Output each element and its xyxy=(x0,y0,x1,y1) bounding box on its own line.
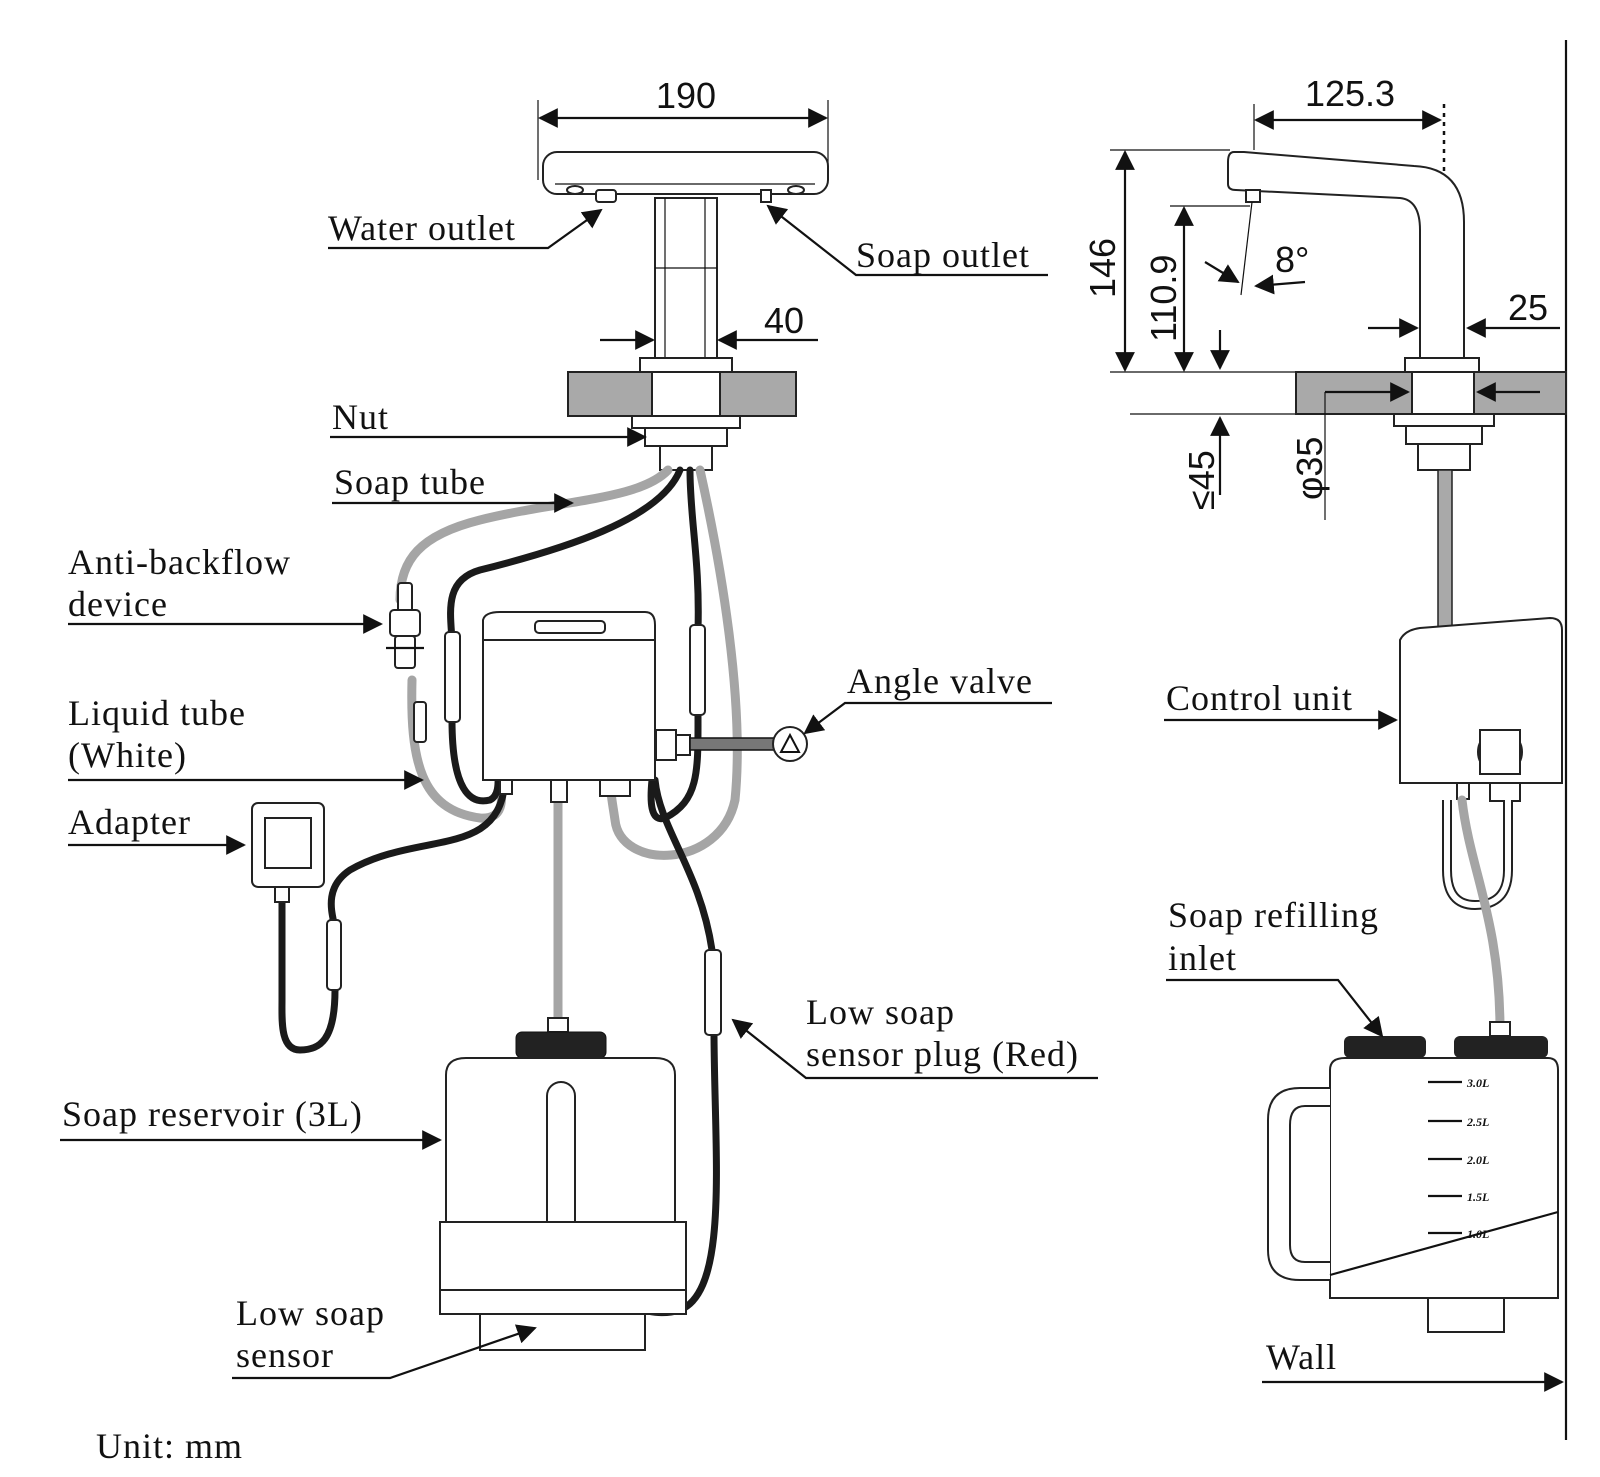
label-anti-backflow-1: Anti-backflow xyxy=(68,542,291,582)
label-liquid-tube-1: Liquid tube xyxy=(68,693,246,733)
dimension-125-3-label: 125.3 xyxy=(1305,73,1395,114)
sensor-connector-left xyxy=(444,631,461,723)
scale-1-0: 1.0L xyxy=(1467,1227,1489,1241)
scale-1-5: 1.5L xyxy=(1467,1190,1489,1204)
label-control-unit: Control unit xyxy=(1166,678,1353,718)
soap-reservoir-front xyxy=(439,1017,687,1351)
dimension-110-9-label: 110.9 xyxy=(1143,255,1184,342)
adapter-connector xyxy=(326,919,342,991)
dimension-45-label: ≤45 xyxy=(1181,450,1222,510)
faucet-spout-front xyxy=(542,151,829,373)
label-liquid-tube-2: (White) xyxy=(68,735,187,775)
angle-valve xyxy=(655,726,808,762)
front-view: 190 40 xyxy=(60,75,1098,1380)
label-nut: Nut xyxy=(332,397,389,437)
dimension-190-label: 190 xyxy=(656,75,716,116)
dimension-25-label: 25 xyxy=(1508,287,1548,328)
soap-reservoir-side: 3.0L 2.5L 2.0L 1.5L 1.0L xyxy=(1267,1021,1559,1333)
dimension-40-label: 40 xyxy=(764,300,804,341)
nut-washer xyxy=(631,415,741,429)
faucet-spout-side xyxy=(1227,151,1465,363)
label-wall: Wall xyxy=(1266,1337,1337,1377)
label-soap-refilling-2: inlet xyxy=(1168,938,1237,978)
left-callouts: Water outlet Soap outlet Nut Soap tube A… xyxy=(60,204,1098,1380)
dimension-35-label: φ35 xyxy=(1289,437,1330,500)
label-adapter: Adapter xyxy=(68,802,191,842)
nut xyxy=(644,427,728,447)
dimension-40: 40 xyxy=(600,300,818,350)
control-unit-front xyxy=(482,611,656,803)
side-view: 125.3 146 110.9 8° 25 xyxy=(1082,40,1568,1440)
dimension-190: 190 xyxy=(537,75,829,180)
unit-note: Unit: mm xyxy=(96,1426,243,1466)
anti-backflow-device xyxy=(386,582,424,669)
low-soap-sensor-plug xyxy=(704,949,722,1036)
soap-outlet-nozzle xyxy=(760,189,772,203)
control-unit-side xyxy=(1399,616,1563,1035)
scale-2-0: 2.0L xyxy=(1466,1153,1489,1167)
label-low-soap-plug-1: Low soap xyxy=(806,992,955,1032)
water-outlet-nozzle xyxy=(595,189,617,203)
label-angle-valve: Angle valve xyxy=(847,661,1033,701)
power-adapter xyxy=(251,802,325,903)
label-low-soap-plug-2: sensor plug (Red) xyxy=(806,1034,1079,1074)
label-soap-tube: Soap tube xyxy=(334,462,486,502)
dimension-angle-label: 8° xyxy=(1275,239,1309,280)
right-callouts: Control unit Soap refilling inlet Wall xyxy=(1164,678,1564,1392)
label-soap-reservoir: Soap reservoir (3L) xyxy=(62,1094,363,1134)
sensor-connector-right xyxy=(689,624,706,716)
label-anti-backflow-2: device xyxy=(68,584,168,624)
label-water-outlet: Water outlet xyxy=(328,208,516,248)
scale-2-5: 2.5L xyxy=(1466,1115,1489,1129)
label-low-soap-sensor-2: sensor xyxy=(236,1335,334,1375)
label-soap-outlet: Soap outlet xyxy=(856,235,1030,275)
dimension-146-label: 146 xyxy=(1082,238,1123,298)
label-low-soap-sensor-1: Low soap xyxy=(236,1293,385,1333)
label-soap-refilling-1: Soap refilling xyxy=(1168,895,1379,935)
scale-3-0: 3.0L xyxy=(1466,1076,1489,1090)
faucet-body xyxy=(654,197,718,359)
